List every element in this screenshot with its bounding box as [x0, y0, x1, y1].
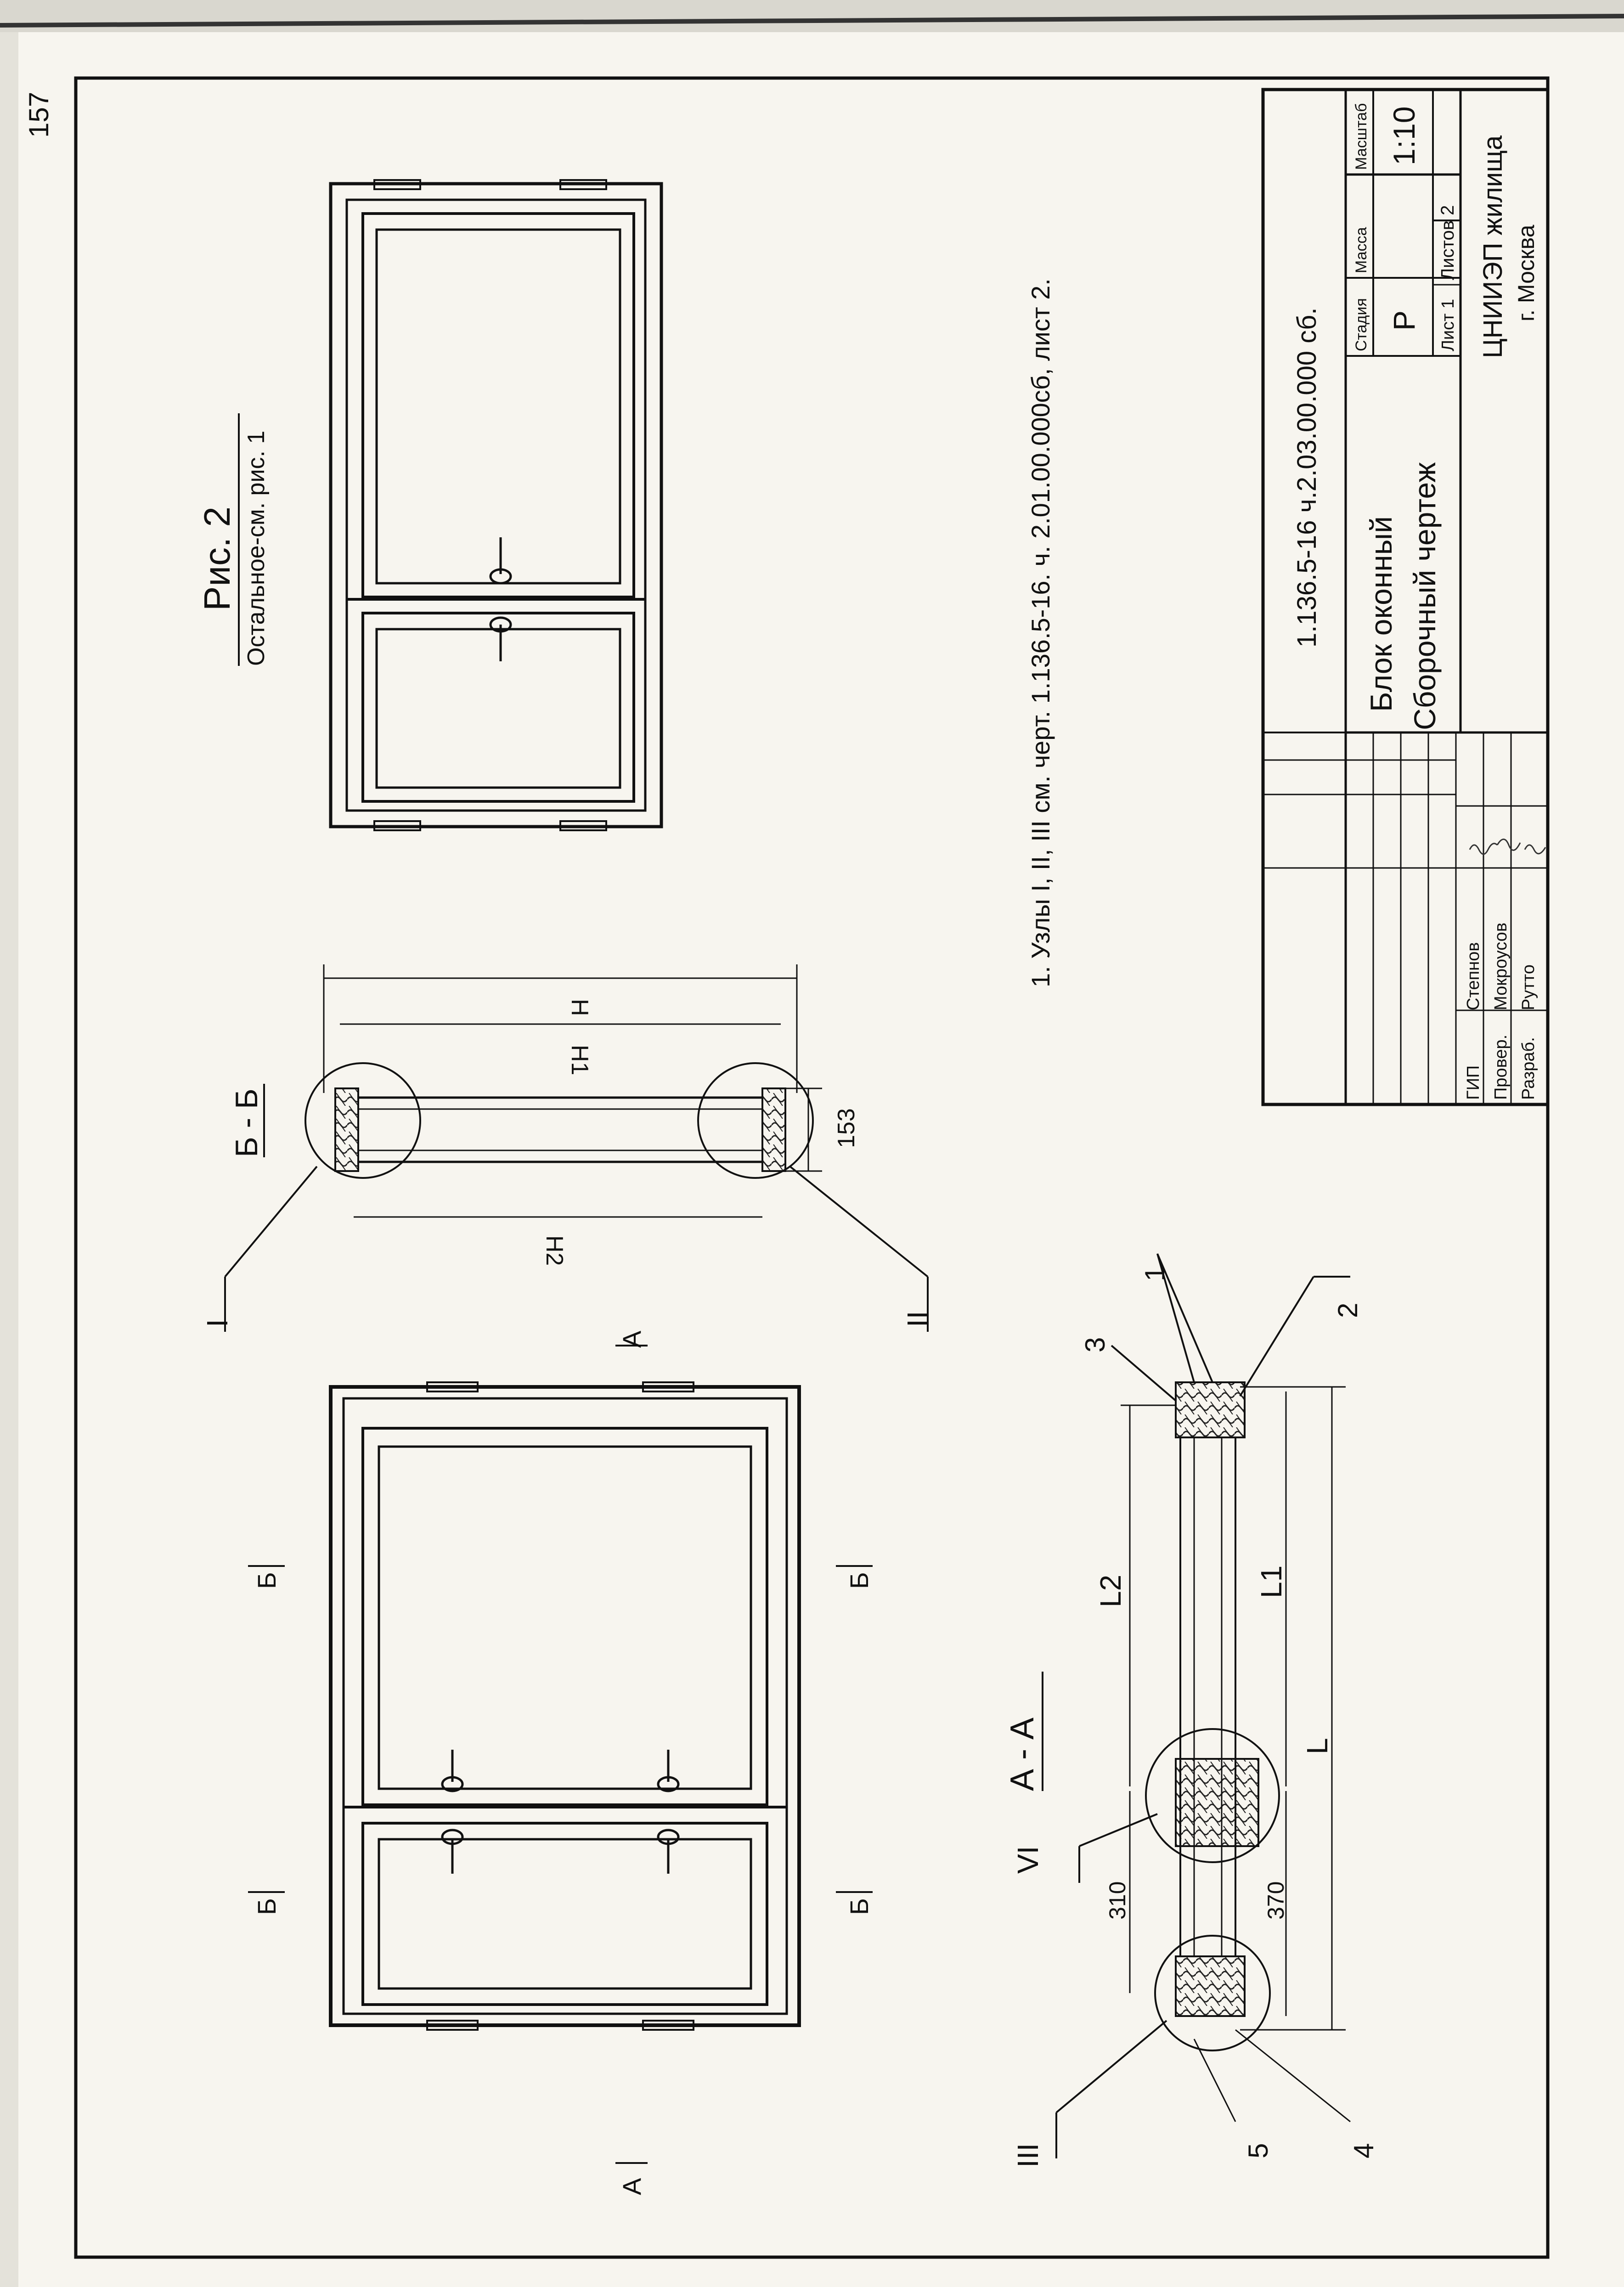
signature-name-3: Рутто: [1519, 964, 1538, 1010]
section-aa-label: А - А: [1004, 1718, 1041, 1791]
col-scale-header: Масштаб: [1353, 103, 1370, 170]
drawing-frame: [74, 76, 1550, 2259]
scale-value: 1:10: [1387, 107, 1421, 165]
callout-2: 2: [1332, 1303, 1363, 1318]
node-mark-6: VI: [1011, 1846, 1044, 1874]
arrow-mark-a1: А: [617, 1330, 646, 1348]
sheets-value: Листов 2: [1438, 205, 1458, 280]
main-window-elevation: [248, 1345, 873, 2164]
col-stage-header: Стадия: [1353, 298, 1370, 351]
cut-mark-b2: Б: [845, 1572, 874, 1589]
section-aa: [1055, 1253, 1351, 2158]
cut-mark-b4: Б: [845, 1898, 874, 1915]
title-block: [1261, 88, 1550, 1106]
left-scan-edge: [0, 32, 18, 2287]
cut-mark-b3: Б: [252, 1898, 281, 1915]
dim-370: 370: [1263, 1881, 1289, 1920]
organization: ЦНИИЭП жилища: [1478, 135, 1508, 358]
drawing-name-line2: Сборочный чертеж: [1408, 462, 1442, 730]
cut-mark-b1: Б: [252, 1572, 281, 1589]
signature-role-2: Провер.: [1491, 1035, 1511, 1100]
sheet-number: 157: [23, 92, 54, 138]
dim-l: L: [1301, 1738, 1334, 1754]
fig2-subtitle: Остальное-см. рис. 1: [243, 431, 270, 666]
section-bb: [224, 964, 929, 1332]
signature-role-1: ГИП: [1464, 1065, 1483, 1100]
arrow-mark-a2: А: [617, 2178, 646, 2195]
dim-h1: Н1: [566, 1045, 593, 1075]
drawing-code: 1.136.5-16 ч.2.03.00.000 сб.: [1292, 307, 1322, 648]
dim-l1: L1: [1255, 1566, 1288, 1598]
section-bb-label: Б - Б: [229, 1088, 264, 1157]
note-text: 1. Узлы I, II, III см. черт. 1.136.5-16.…: [1026, 278, 1055, 987]
dim-153: 153: [833, 1108, 860, 1148]
node-mark-2: II: [901, 1311, 934, 1327]
dim-h: Н: [566, 999, 593, 1016]
organization-city: г. Москва: [1513, 225, 1539, 321]
callout-1: 1: [1139, 1266, 1170, 1281]
callout-3: 3: [1080, 1337, 1111, 1352]
callout-4: 4: [1348, 2143, 1379, 2158]
stage-value: Р: [1387, 310, 1421, 331]
dim-310: 310: [1105, 1881, 1130, 1920]
signature-role-3: Разраб.: [1519, 1037, 1538, 1100]
fig2-window: [329, 179, 663, 831]
signature-name-1: Степнов: [1464, 942, 1483, 1010]
callout-5: 5: [1243, 2143, 1274, 2158]
drawing-name-line1: Блок оконный: [1364, 516, 1398, 712]
node-mark-3: III: [1011, 2143, 1044, 2168]
sheet-value: Лист 1: [1438, 299, 1458, 351]
node-mark-1: I: [201, 1319, 234, 1327]
dim-l2: L2: [1094, 1575, 1127, 1607]
signature-name-2: Мокроусов: [1491, 923, 1511, 1010]
dim-h2: Н2: [541, 1235, 568, 1266]
fig2-title: Рис. 2: [197, 507, 237, 611]
col-mass-header: Масса: [1353, 227, 1370, 273]
top-scan-stroke: [0, 14, 1624, 28]
